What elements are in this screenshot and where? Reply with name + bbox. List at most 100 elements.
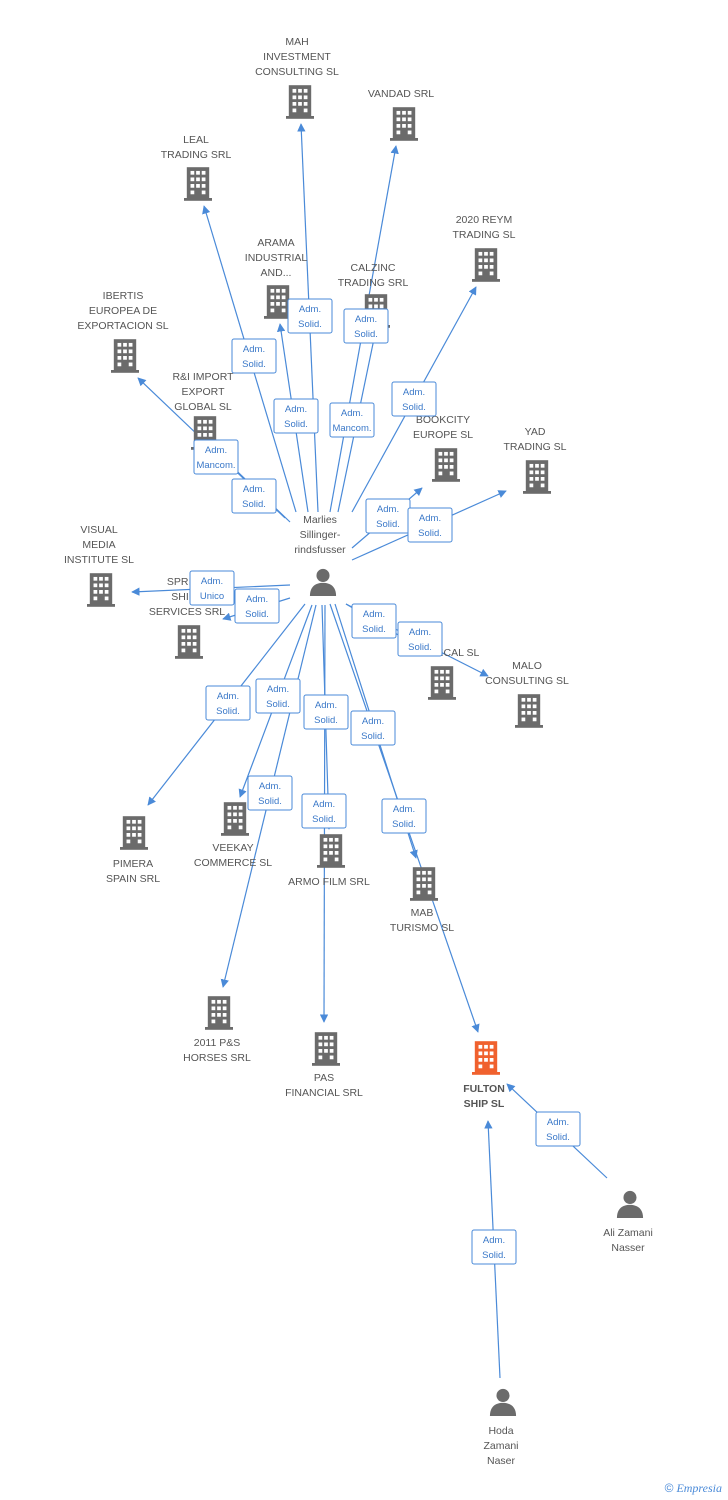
node-label: Ali Zamani [603,1227,653,1239]
relation-label-vandad-marlies[interactable]: Adm.Solid. [343,308,389,344]
building-icon [515,694,543,728]
node-vandad[interactable]: VANDAD SRL [368,88,434,141]
node-label: R&I IMPORT [172,371,234,383]
relation-box [381,798,427,834]
relation-text: Adm. [363,609,385,620]
brand-footer[interactable]: ©Empresia [665,1481,722,1496]
relation-text: Solid. [546,1132,570,1143]
relation-text: Solid. [408,642,432,653]
node-armo[interactable]: ARMO FILM SRL [288,834,370,888]
relation-label-ps-marlies[interactable]: Adm.Solid. [247,775,293,811]
building-icon [87,573,115,607]
relation-text: Adm. [217,691,239,702]
relation-label-ical-marlies[interactable]: Adm.Solid. [351,603,397,639]
relation-text: Unico [200,591,224,602]
relation-text: Adm. [483,1235,505,1246]
relation-box [234,588,280,624]
node-label: AND... [261,267,292,279]
relation-label-fulton-marlies[interactable]: Adm.Solid. [381,798,427,834]
relation-label-rimport-marlies[interactable]: Adm.Solid. [231,478,277,514]
relation-box [287,298,333,334]
building-icon [312,1032,340,1066]
relation-label-yad-marlies[interactable]: Adm.Solid. [407,507,453,543]
node-label: ICAL SL [441,647,480,659]
relation-text: Mancom. [196,460,235,471]
relation-box [205,685,251,721]
node-label: MAH [285,36,308,48]
relation-text: Solid. [354,329,378,340]
person-icon [309,568,337,596]
node-label: EUROPE SL [413,429,473,441]
relation-box [471,1229,517,1265]
relation-label-mah-marlies[interactable]: Adm.Solid. [287,298,333,334]
relation-label-mab-marlies[interactable]: Adm.Solid. [350,710,396,746]
relation-label-fulton-ali[interactable]: Adm. Solid. [535,1111,581,1147]
relation-box [301,793,347,829]
node-ical[interactable]: ICAL SL [428,647,480,700]
relation-label-pas-marlies[interactable]: Adm.Solid. [301,793,347,829]
relation-text: Adm. [547,1117,569,1128]
relation-label-arama-marlies[interactable]: Adm.Solid. [273,398,319,434]
relation-label-calzinc-marlies[interactable]: Adm.Mancom. [329,402,375,438]
node-label: VISUAL [80,524,118,536]
node-label: EXPORTACION SL [77,320,168,332]
relation-text: Adm. [243,484,265,495]
relation-box [231,338,277,374]
relation-label-pimera-marlies[interactable]: Adm.Solid. [205,685,251,721]
node-label: SPAIN SRL [106,873,160,885]
relation-label-armo-marlies[interactable]: Adm.Solid. [303,694,349,730]
building-icon [184,167,212,201]
node-label: EXPORT [182,386,226,398]
relation-text: Solid. [418,528,442,539]
node-bookcity[interactable]: BOOKCITY EUROPE SL [413,414,473,482]
relation-text: Adm. [313,799,335,810]
node-label: INSTITUTE SL [64,554,134,566]
node-label: CALZINC [351,262,396,274]
node-label: CONSULTING SL [485,675,569,687]
relation-label-leal-marlies[interactable]: Adm.Solid. [231,338,277,374]
relation-label-malo-marlies[interactable]: Adm.Solid. [397,621,443,657]
copyright-symbol: © [664,1481,674,1495]
node-label: rindsfusser [294,544,346,556]
relation-label-fulton-hoda[interactable]: Adm.Solid. [471,1229,517,1265]
node-label: BOOKCITY [416,414,470,426]
relation-label-bookcity-marlies[interactable]: Adm.Solid. [365,498,411,534]
relation-text: Adm. [362,716,384,727]
relation-box [407,507,453,543]
relation-box [535,1111,581,1147]
relation-box [351,603,397,639]
relation-label-veekay-marlies[interactable]: Adm.Solid. [255,678,301,714]
node-label: PAS [314,1072,334,1084]
node-label: SHIP SL [464,1098,505,1110]
relation-label-ibertis-marlies[interactable]: Adm. Mancom. [193,439,239,475]
relation-label-visual-marlies[interactable]: Adm.Unico [189,570,235,606]
relation-text: Adm. [205,445,227,456]
relation-text: Adm. [285,404,307,415]
node-label: ARMO FILM SRL [288,876,370,888]
relation-label-reym-marlies[interactable]: Adm.Solid. [391,381,437,417]
node-arama[interactable]: ARAMAINDUSTRIALAND... [245,237,308,319]
relation-text: Solid. [392,819,416,830]
relation-label-spring-marlies[interactable]: Adm.Solid. [234,588,280,624]
node-label: Naser [487,1455,516,1467]
node-label: LEAL [183,134,209,146]
